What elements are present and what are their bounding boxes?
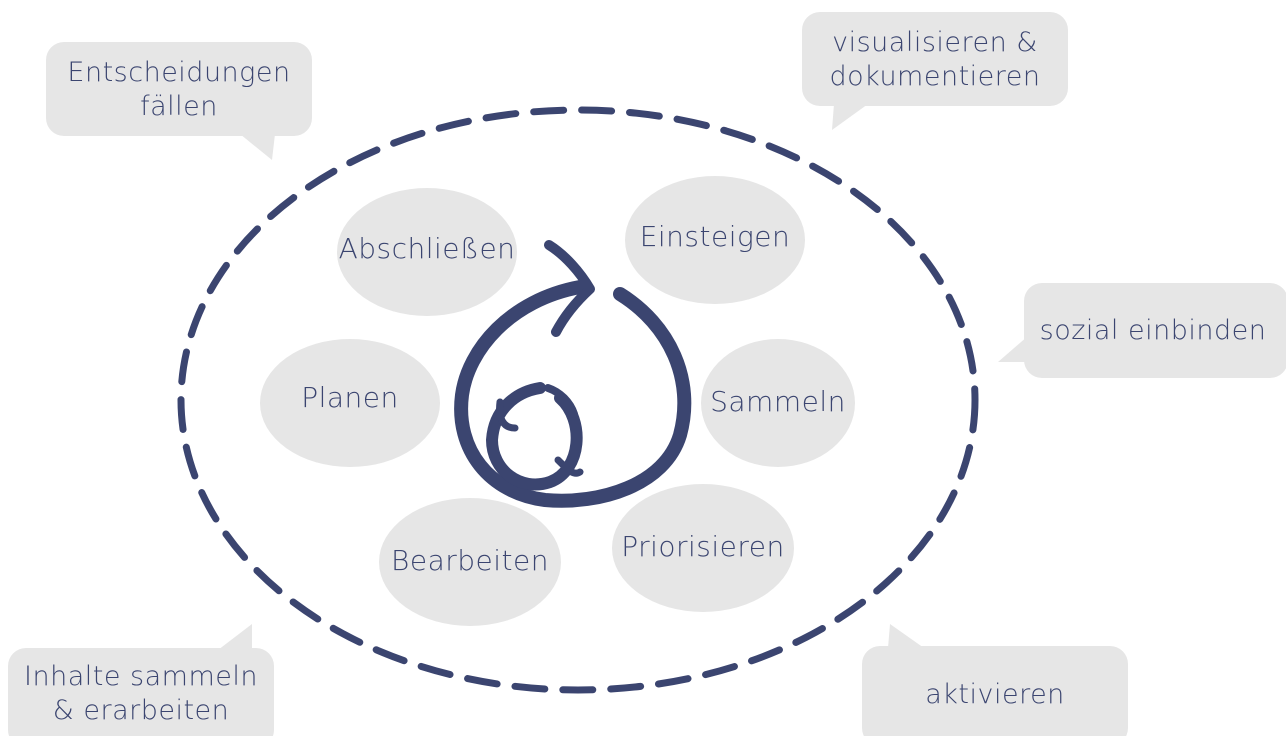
bubble-line: Inhalte sammeln (24, 661, 258, 692)
speech-bubble-inhalte (8, 624, 274, 736)
phase-ellipse-sammeln (701, 339, 855, 467)
phase-label-priorisieren: Priorisieren (621, 530, 785, 563)
phase-label-abschliessen: Abschließen (338, 232, 516, 265)
bubble-line: Entscheidungen (67, 57, 291, 88)
bubble-line: sozial einbinden (1039, 315, 1267, 346)
speech-bubble-sozial (998, 283, 1286, 378)
phase-ellipse-bearbeiten (379, 498, 561, 626)
bubble-text-aktivieren: aktivieren (862, 678, 1128, 712)
outer-dashed-ellipse (177, 106, 979, 694)
bubble-line: dokumentieren (829, 61, 1041, 92)
phase-label-einsteigen: Einsteigen (639, 220, 791, 253)
bubble-line: aktivieren (925, 679, 1065, 710)
bubble-text-visualisieren: visualisieren & dokumentieren (802, 26, 1068, 94)
phase-ellipse-einsteigen (625, 176, 805, 304)
bubble-line: fällen (140, 91, 218, 122)
speech-bubble-aktivieren (862, 624, 1128, 736)
bubble-line: & erarbeiten (52, 695, 230, 726)
bubble-text-entscheidungen: Entscheidungen fällen (46, 56, 312, 124)
phase-label-sammeln: Sammeln (710, 385, 846, 418)
bubble-line: visualisieren & (832, 27, 1038, 58)
cycle-arrows-icon (454, 240, 692, 508)
bubble-text-inhalte: Inhalte sammeln & erarbeiten (8, 660, 274, 728)
bubble-text-sozial: sozial einbinden (1024, 314, 1282, 348)
speech-bubble-entscheidungen (46, 42, 312, 160)
speech-bubble-visualisieren (802, 12, 1068, 130)
phase-ellipse-abschliessen (337, 188, 517, 316)
phase-ellipse-priorisieren (612, 484, 794, 612)
phase-label-bearbeiten: Bearbeiten (391, 544, 549, 577)
phase-label-planen: Planen (301, 381, 399, 414)
phase-ellipse-planen (260, 339, 440, 467)
